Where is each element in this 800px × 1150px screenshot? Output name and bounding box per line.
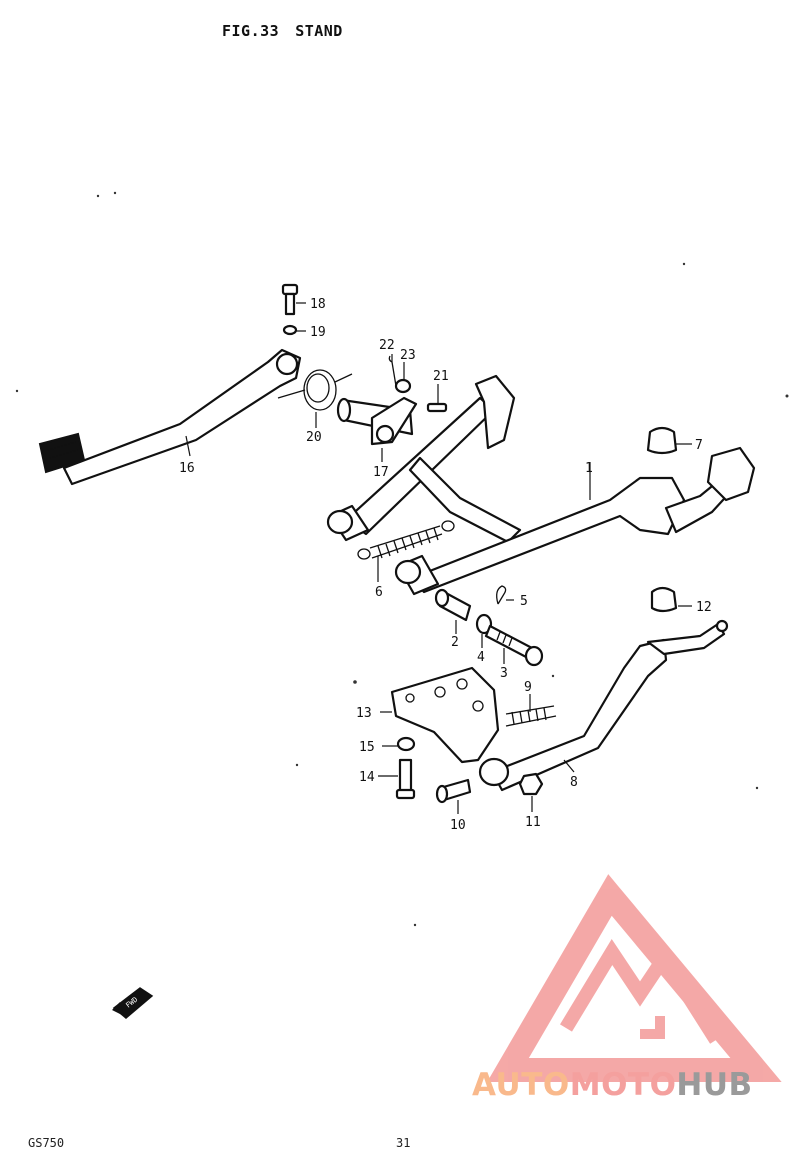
part-22-clip: [388, 355, 397, 387]
watermark-logo-icon: [487, 874, 782, 1082]
part-23-nut: [394, 378, 412, 394]
part-12-stopper: [650, 586, 678, 613]
figure-name: STAND: [295, 22, 343, 40]
watermark-hub: HUB: [676, 1067, 753, 1103]
callout-16: 16: [179, 461, 195, 476]
callout-9: 9: [524, 680, 532, 695]
scan-specks: [15, 191, 789, 927]
part-13-bracket: [390, 666, 500, 764]
figure-number: FIG.33: [222, 22, 280, 40]
callout-17: 17: [373, 465, 389, 480]
callout-22: 22: [379, 338, 395, 353]
part-8-side-stand: [478, 619, 729, 792]
part-18-bolt: [281, 283, 299, 316]
part-5-cotter-pin: [496, 585, 507, 605]
part-16-brake-pedal: [38, 348, 302, 486]
part-1-center-stand: [326, 374, 756, 596]
part-11-nut: [518, 772, 544, 796]
leader-lines: [185, 302, 692, 814]
callout-1: 1: [585, 461, 593, 476]
watermark-moto: MOTO: [569, 1067, 677, 1103]
part-7-stopper: [646, 426, 678, 455]
callout-15: 15: [359, 740, 375, 755]
callout-10: 10: [450, 818, 466, 833]
callout-20: 20: [306, 430, 322, 445]
callout-8: 8: [570, 775, 578, 790]
watermark-text: AUTOMOTOHUB: [472, 1067, 753, 1103]
callout-3: 3: [500, 666, 508, 681]
callouts: 18 19 22 23 21 20 16 17 1 7 6 5 12 2 4 3…: [179, 297, 712, 833]
callout-13: 13: [356, 706, 372, 721]
callout-14: 14: [359, 770, 375, 785]
callout-4: 4: [477, 650, 485, 665]
figure-title: FIG.33 STAND: [222, 22, 359, 40]
callout-7: 7: [695, 438, 703, 453]
callout-2: 2: [451, 635, 459, 650]
part-21-bolt: [426, 402, 448, 413]
part-17-shaft: [336, 396, 418, 446]
part-2-bushing: [434, 588, 472, 622]
footer-page-number: 31: [396, 1136, 411, 1150]
part-14-bolt: [395, 758, 416, 800]
callout-6: 6: [375, 585, 383, 600]
part-19-washer: [282, 324, 298, 336]
part-9-spring: [505, 705, 557, 727]
part-6-spring: [357, 520, 455, 560]
watermark-auto: AUTO: [472, 1067, 570, 1103]
forward-arrow-icon: FWD: [112, 987, 154, 1019]
part-3-bolt: [484, 624, 544, 667]
callout-23: 23: [400, 348, 416, 363]
callout-11: 11: [525, 815, 541, 830]
callout-21: 21: [433, 369, 449, 384]
part-15-washer: [396, 736, 416, 752]
callout-18: 18: [310, 297, 326, 312]
callout-12: 12: [696, 600, 712, 615]
callout-19: 19: [310, 325, 326, 340]
part-4-washer: [475, 613, 493, 635]
footer-model: GS750: [28, 1136, 65, 1150]
callout-5: 5: [520, 594, 528, 609]
part-10-bolt: [435, 778, 472, 804]
part-20-spring: [277, 369, 353, 411]
